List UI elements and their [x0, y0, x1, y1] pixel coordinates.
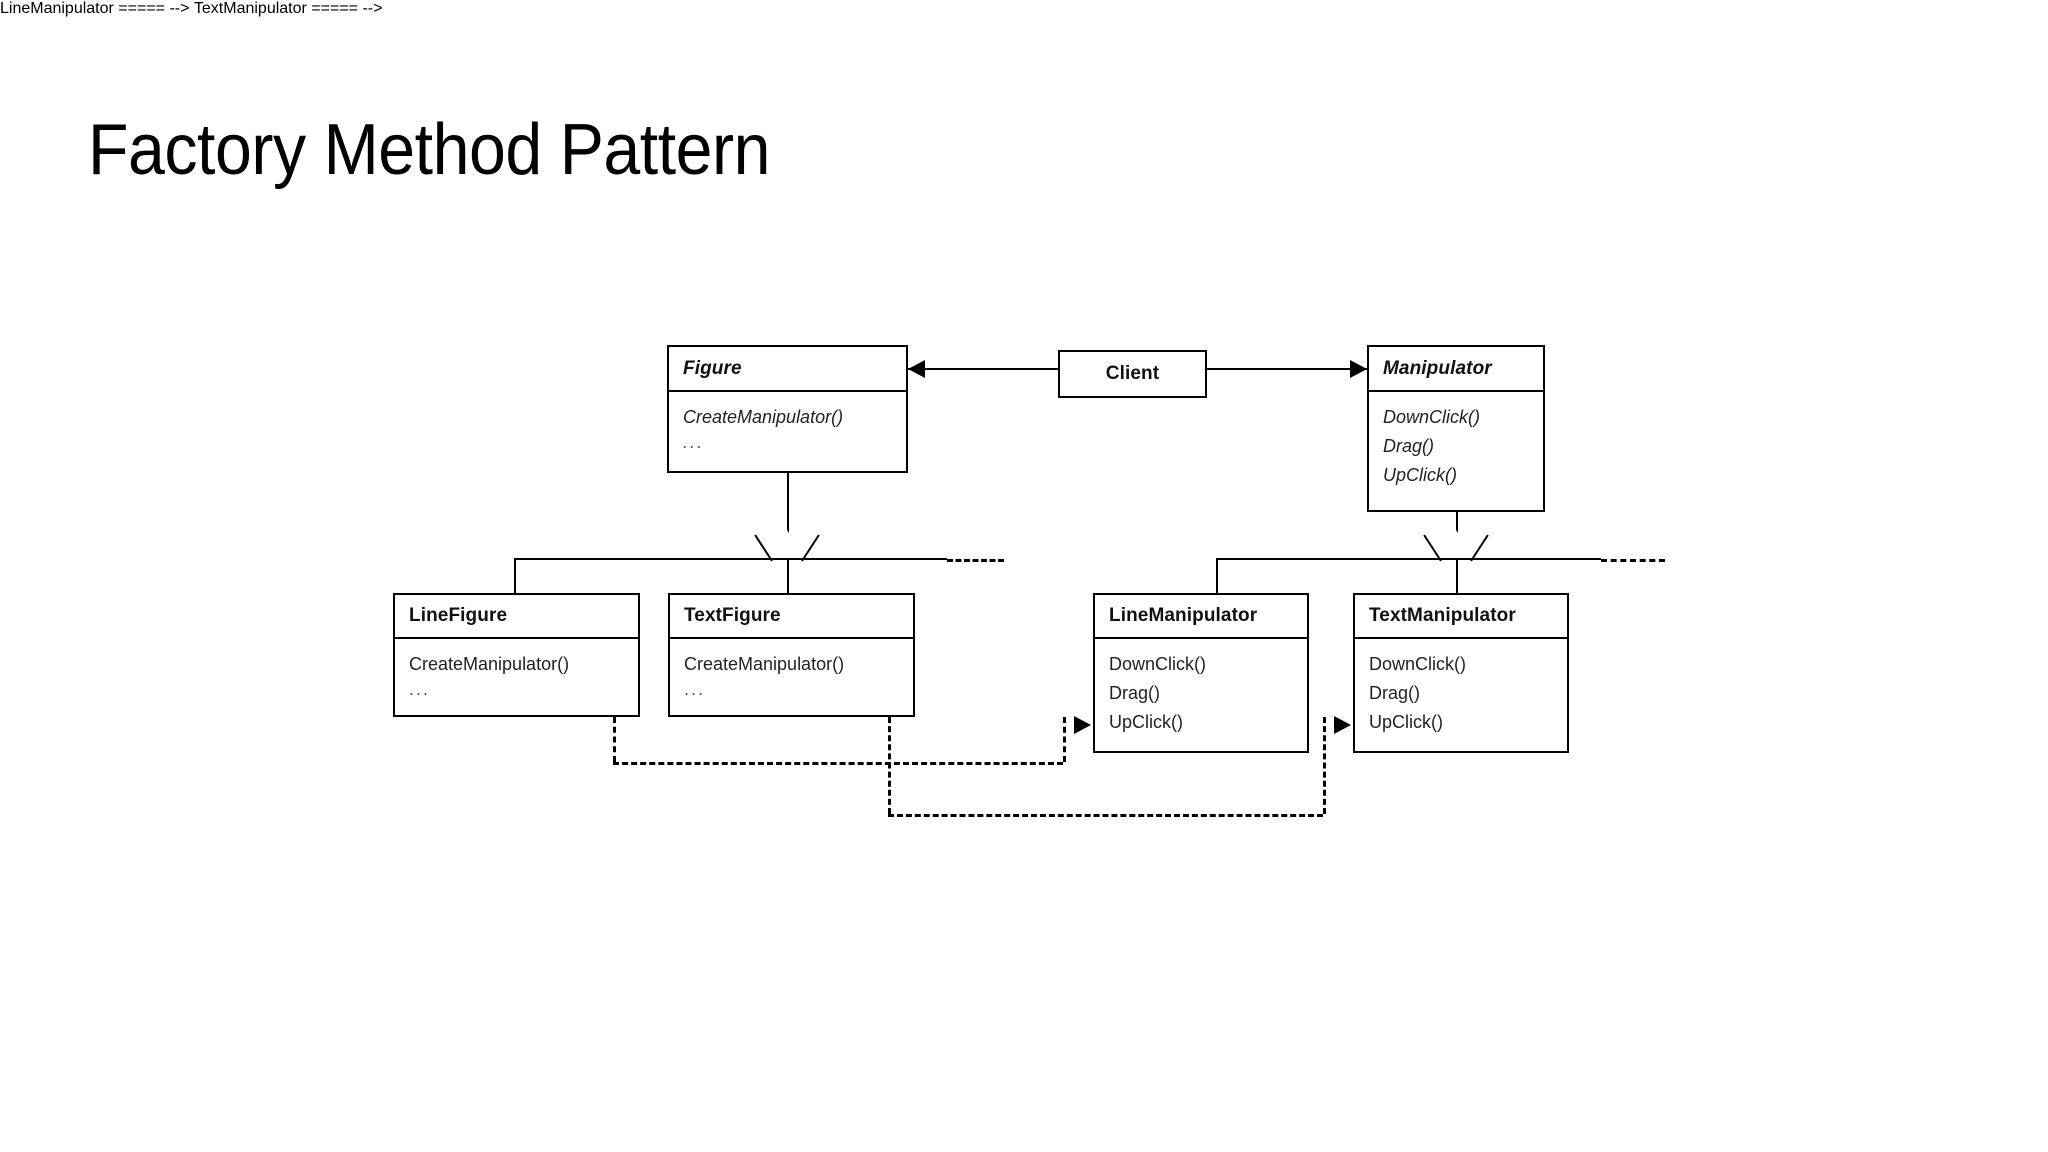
dependency-arrowhead-line-manipulator: [1074, 716, 1091, 734]
uml-class-figure-name: Figure: [669, 347, 906, 392]
page-title: Factory Method Pattern: [88, 110, 771, 190]
dependency-text-figure-vertical: [888, 717, 891, 814]
operation-item: CreateManipulator(): [409, 654, 570, 674]
association-line-client-figure: [908, 368, 1058, 370]
uml-class-manipulator-name: Manipulator: [1369, 347, 1543, 392]
generalization-drop-text-figure: [787, 558, 789, 594]
operation-item: DownClick(): [1109, 654, 1207, 674]
uml-class-line-manipulator[interactable]: LineManipulator DownClick() Drag() UpCli…: [1093, 593, 1309, 753]
operation-item: UpClick(): [1109, 712, 1183, 732]
operation-item: UpClick(): [1369, 712, 1443, 732]
operation-item: Drag(): [1383, 436, 1435, 456]
operation-item-ellipsis: ...: [684, 679, 706, 699]
dependency-text-figure-horizontal: [888, 814, 1323, 817]
uml-class-text-figure-operations: CreateManipulator() ...: [670, 639, 913, 699]
operation-item: CreateManipulator(): [684, 654, 845, 674]
operation-item: Drag(): [1369, 683, 1421, 703]
operation-item: DownClick(): [1369, 654, 1467, 674]
uml-class-line-manipulator-operations: DownClick() Drag() UpClick(): [1095, 639, 1307, 737]
uml-class-text-figure-name: TextFigure: [670, 595, 913, 639]
generalization-triangle-figure: [770, 530, 804, 556]
generalization-triangle-manipulator: [1439, 530, 1473, 556]
uml-class-text-manipulator-name: TextManipulator: [1355, 595, 1567, 639]
uml-class-figure-operations: CreateManipulator() ...: [669, 392, 906, 452]
operation-item: Drag(): [1109, 683, 1161, 703]
generalization-drop-text-manipulator: [1456, 558, 1458, 594]
operation-item-ellipsis: ...: [683, 432, 705, 452]
operation-item: CreateManipulator(): [683, 407, 844, 427]
association-arrowhead-figure: [908, 360, 925, 378]
generalization-drop-line-figure: [514, 558, 516, 594]
association-line-client-manipulator: [1207, 368, 1367, 370]
uml-class-line-figure-name: LineFigure: [395, 595, 638, 639]
dependency-line-figure-vertical: [613, 717, 616, 762]
uml-class-text-manipulator[interactable]: TextManipulator DownClick() Drag() UpCli…: [1353, 593, 1569, 753]
dependency-text-manipulator-riser: [1323, 717, 1326, 814]
uml-class-text-figure[interactable]: TextFigure CreateManipulator() ...: [668, 593, 915, 717]
dependency-arrowhead-text-manipulator: [1334, 716, 1351, 734]
generalization-drop-line-manipulator: [1216, 558, 1218, 594]
uml-class-manipulator[interactable]: Manipulator DownClick() Drag() UpClick(): [1367, 345, 1545, 512]
dependency-line-figure-horizontal: [613, 762, 1063, 765]
uml-class-line-figure[interactable]: LineFigure CreateManipulator() ...: [393, 593, 640, 717]
dependency-line-manipulator-riser: [1063, 717, 1066, 762]
generalization-bar-figure: [514, 558, 947, 560]
generalization-bar-manipulator-dashed-extension: [1601, 559, 1665, 562]
uml-class-line-figure-operations: CreateManipulator() ...: [395, 639, 638, 699]
operation-item: UpClick(): [1383, 465, 1457, 485]
uml-class-client-name: Client: [1105, 363, 1160, 384]
generalization-bar-manipulator: [1216, 558, 1601, 560]
operation-item-ellipsis: ...: [409, 679, 431, 699]
uml-class-manipulator-operations: DownClick() Drag() UpClick(): [1369, 392, 1543, 490]
uml-class-line-manipulator-name: LineManipulator: [1095, 595, 1307, 639]
operation-item: DownClick(): [1383, 407, 1481, 427]
uml-class-text-manipulator-operations: DownClick() Drag() UpClick(): [1355, 639, 1567, 737]
generalization-stem-figure: [787, 473, 789, 546]
uml-class-figure[interactable]: Figure CreateManipulator() ...: [667, 345, 908, 473]
association-arrowhead-manipulator: [1350, 360, 1367, 378]
generalization-bar-figure-dashed-extension: [947, 559, 1004, 562]
uml-class-client[interactable]: Client: [1058, 350, 1207, 398]
